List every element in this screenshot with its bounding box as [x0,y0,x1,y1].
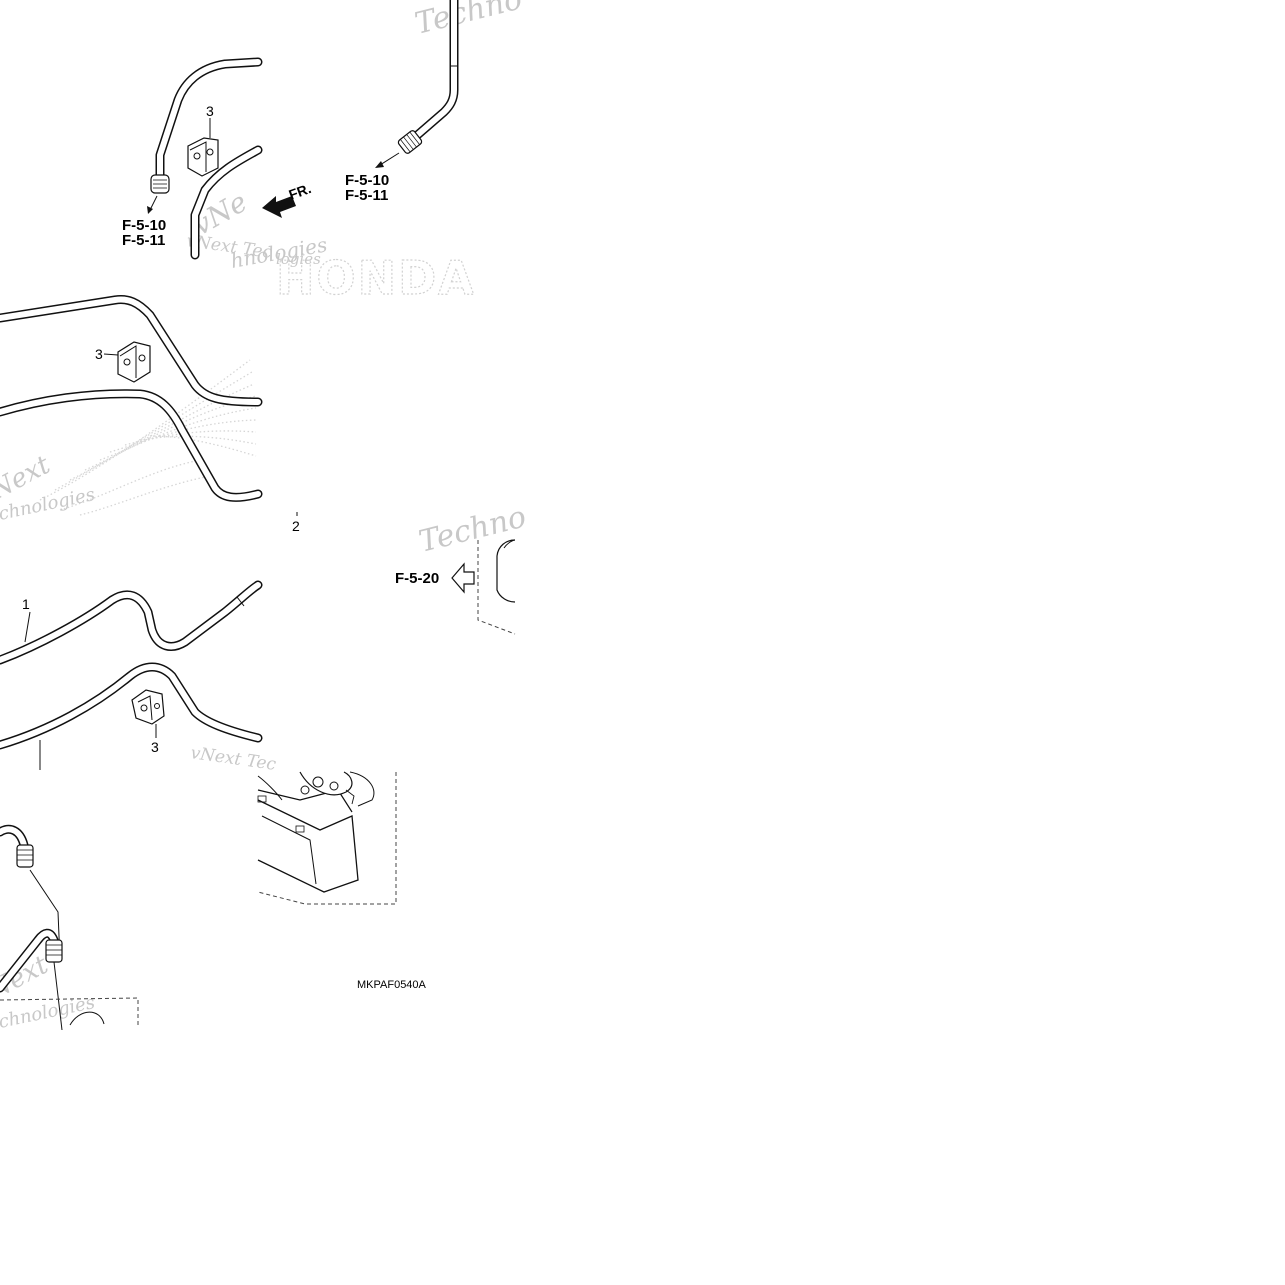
front-marker: FR. [287,180,314,203]
pipe-clip-top [187,118,219,177]
ref-label: F-5-11 [345,187,388,204]
top-right-pipe [375,0,459,168]
callout-pipe-main: 1 [22,596,30,612]
pipe-clip-mid [103,341,151,383]
callout-clip-low: 3 [151,739,159,755]
lower-pipe-pair [0,580,263,770]
ref-label: F-5-10 [122,217,166,234]
flare-nut-fitting [397,130,423,154]
middle-pipe-pair [0,295,263,502]
front-arrow: FR. [262,180,313,218]
watermark-text: chnologies [0,992,97,1033]
abs-modulator [257,771,397,905]
callout-clip-top: 3 [206,103,214,119]
watermark-text: Techno [411,0,525,42]
pipe-clip-low [131,689,165,738]
honda-watermark-logo: HONDA [276,251,476,305]
watermark-text: vNext Tec [189,743,277,775]
watermark-layer: Techno vNe vNext Tec hnologies logies HO… [0,0,530,1033]
hollow-arrow-icon [451,562,475,594]
top-left-pipe [147,57,263,260]
abs-unit-fragment [477,539,516,635]
flare-nut-fitting [16,844,34,868]
leader-line [24,611,31,643]
ref-label-abs: F-5-20 [395,570,439,587]
ref-label: F-5-11 [122,232,165,249]
watermark-text: Techno [415,499,529,559]
ref-label: F-5-10 [345,172,389,189]
watermark-text: logies [276,250,321,268]
callout-pipe-abs: 2 [292,518,300,534]
callout-clip-mid: 3 [95,346,103,362]
diagram-code: MKPAF0540A [357,979,427,991]
bottom-left-pipes [0,824,139,1031]
flare-nut-fitting [45,939,63,963]
